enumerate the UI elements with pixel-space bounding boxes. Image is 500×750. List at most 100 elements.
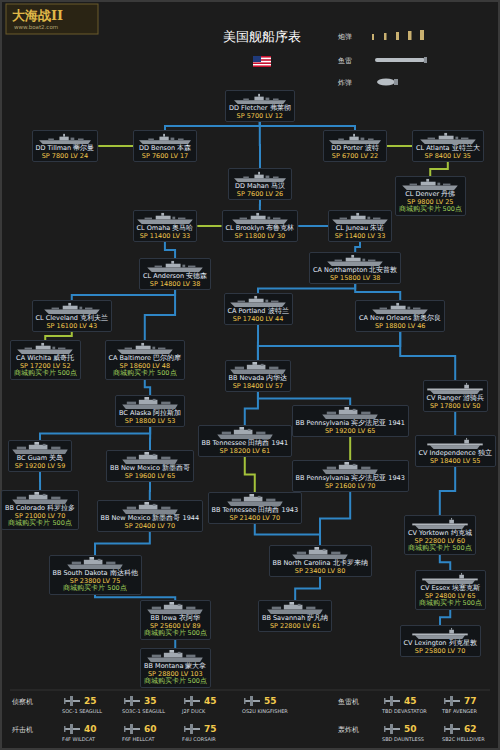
upgrade-connector bbox=[260, 122, 355, 130]
ship-node: CL Atlanta 亚特兰大SP 8400 LV 35 bbox=[412, 130, 484, 162]
ship-silhouette bbox=[402, 178, 458, 191]
torpedo-sample bbox=[375, 58, 425, 62]
plane-category: 轰炸机 bbox=[338, 725, 359, 735]
upgrade-connector bbox=[454, 412, 456, 435]
ship-stats: SP 25800 LV 70 bbox=[415, 648, 466, 656]
ship-name: CL Anderson 安德森 bbox=[143, 273, 207, 281]
upgrade-connector bbox=[258, 332, 400, 360]
ship-node: CL Juneau 朱诺SP 11400 LV 33 bbox=[328, 210, 392, 242]
ship-node: CV Independence 独立SP 18400 LV 55 bbox=[415, 435, 496, 467]
ship-stats: SP 17800 LV 50 bbox=[430, 403, 481, 411]
legend-text: 鱼雷 bbox=[338, 57, 352, 65]
ship-silhouette bbox=[322, 462, 378, 475]
plane-name: F6F HELLCAT bbox=[122, 736, 155, 742]
ship-silhouette bbox=[230, 362, 286, 374]
ship-node: CV Ranger 游骑兵SP 17800 LV 50 bbox=[423, 380, 488, 412]
legend-text: 炸弹 bbox=[338, 79, 352, 87]
ship-silhouette bbox=[232, 170, 288, 183]
legend-item: 鱼雷 bbox=[338, 56, 352, 66]
legend-text: 炮弹 bbox=[338, 33, 352, 41]
ship-name: CL Juneau 朱诺 bbox=[336, 225, 385, 233]
purchase-note: 商城购买卡片 500点 bbox=[408, 545, 471, 553]
ship-name: BB Colorado 科罗拉多 bbox=[5, 505, 75, 513]
plane-icons bbox=[244, 696, 260, 706]
ship-silhouette bbox=[427, 383, 483, 394]
us-flag bbox=[253, 56, 261, 62]
ship-silhouette bbox=[402, 179, 458, 190]
ship-name: BB Savannah 萨凡纳 bbox=[262, 615, 328, 623]
ship-silhouette bbox=[17, 343, 73, 354]
ship-name: CV Yorktown 约克城 bbox=[408, 530, 472, 538]
ship-node: BB Colorado 科罗拉多SP 21000 LV 70商城购买卡片 500… bbox=[1, 490, 79, 530]
ship-stats: SP 22800 LV 60 bbox=[415, 538, 466, 546]
ship-silhouette bbox=[12, 442, 68, 455]
ship-name: CL Atlanta 亚特兰大 bbox=[416, 145, 480, 153]
us-flag bbox=[253, 56, 271, 67]
ship-stats: SP 11400 LV 33 bbox=[335, 233, 386, 241]
upgrade-connector bbox=[197, 225, 221, 227]
ship-node: DD Mahan 马汉SP 7600 LV 26 bbox=[228, 168, 292, 200]
torpedo-sample bbox=[375, 57, 427, 63]
plane-name: TBF AVENGER bbox=[442, 708, 477, 714]
ship-node: BC Guam 关岛SP 19200 LV 59 bbox=[8, 440, 72, 472]
ship-node: BB Savannah 萨凡纳SP 22800 LV 61 bbox=[258, 600, 332, 632]
upgrade-connector bbox=[400, 332, 455, 380]
ship-silhouette bbox=[332, 212, 388, 225]
ship-silhouette bbox=[139, 134, 191, 144]
ship-stats: SP 14800 LV 38 bbox=[150, 281, 201, 289]
ship-silhouette bbox=[67, 557, 123, 570]
ship-silhouette bbox=[117, 342, 173, 355]
ship-node: BB Iowa 衣阿华SP 25600 LV 89商城购买卡片 500点 bbox=[140, 600, 211, 640]
purchase-note: 商城购买卡片 500点 bbox=[14, 370, 77, 378]
ship-name: CV Independence 独立 bbox=[419, 450, 492, 458]
plane-category: 歼击机 bbox=[12, 725, 33, 735]
ship-name: CV Lexington 列克星敦 bbox=[404, 640, 477, 648]
ship-silhouette bbox=[329, 134, 381, 144]
ship-silhouette bbox=[332, 213, 388, 224]
ship-silhouette bbox=[17, 342, 73, 355]
ship-node: DD Benson 本森SP 7600 LV 17 bbox=[133, 130, 197, 162]
ship-silhouette bbox=[422, 573, 478, 584]
ship-name: DD Tillman 蒂尔曼 bbox=[36, 145, 95, 153]
ship-name: BB Pennsylvania 宾夕法尼亚 1941 bbox=[296, 420, 405, 428]
upgrade-connector bbox=[40, 427, 150, 440]
ship-stats: SP 18400 LV 57 bbox=[233, 383, 284, 391]
ship-stats: SP 6700 LV 22 bbox=[332, 153, 378, 161]
purchase-note: 商城购买卡片 500点 bbox=[144, 678, 207, 686]
ship-silhouette bbox=[420, 132, 476, 145]
ship-name: BB New Mexico 新墨西哥 1944 bbox=[101, 515, 200, 523]
upgrade-connector bbox=[387, 145, 412, 147]
upgrade-connector bbox=[355, 284, 400, 300]
upgrade-connector bbox=[98, 145, 133, 147]
upgrade-connector bbox=[174, 640, 176, 649]
plane-icons bbox=[444, 724, 460, 734]
ship-silhouette bbox=[217, 427, 273, 440]
plane-name: F4U CORSAIR bbox=[182, 736, 216, 742]
plane-icons bbox=[124, 724, 140, 734]
plane-category: 鱼雷机 bbox=[338, 697, 359, 707]
upgrade-connector bbox=[349, 437, 351, 460]
ship-silhouette bbox=[44, 302, 100, 315]
upgrade-connector bbox=[145, 380, 150, 396]
plane-icons bbox=[64, 696, 460, 734]
ship-node: CA Wichita 威奇托SP 17200 LV 52商城购买卡片 500点 bbox=[10, 340, 81, 380]
upgrade-connector bbox=[145, 290, 175, 340]
ship-node: CL Denver 丹佛SP 9800 LV 25商城购买卡片 500点 bbox=[395, 176, 466, 216]
ship-silhouette bbox=[230, 362, 286, 375]
shell-samples bbox=[420, 30, 424, 40]
ship-silhouette bbox=[232, 213, 288, 224]
purchase-note: 商城购买卡片 500点 bbox=[144, 630, 207, 638]
ship-silhouette bbox=[67, 557, 123, 569]
ship-name: CV Ranger 游骑兵 bbox=[427, 395, 484, 403]
upgrade-connector bbox=[255, 524, 320, 545]
ship-stats: SP 18800 LV 53 bbox=[125, 418, 176, 426]
logo-plate bbox=[6, 4, 98, 34]
ship-silhouette bbox=[412, 517, 468, 530]
ship-name: BB Iowa 衣阿华 bbox=[151, 615, 200, 623]
ship-node: BB Montana 蒙大拿SP 28800 LV 103商城购买卡片 500点 bbox=[140, 648, 211, 688]
bomb-sample bbox=[377, 79, 395, 86]
ship-silhouette bbox=[227, 494, 283, 506]
plane-name: SOC-1 SEAGULL bbox=[62, 708, 102, 714]
